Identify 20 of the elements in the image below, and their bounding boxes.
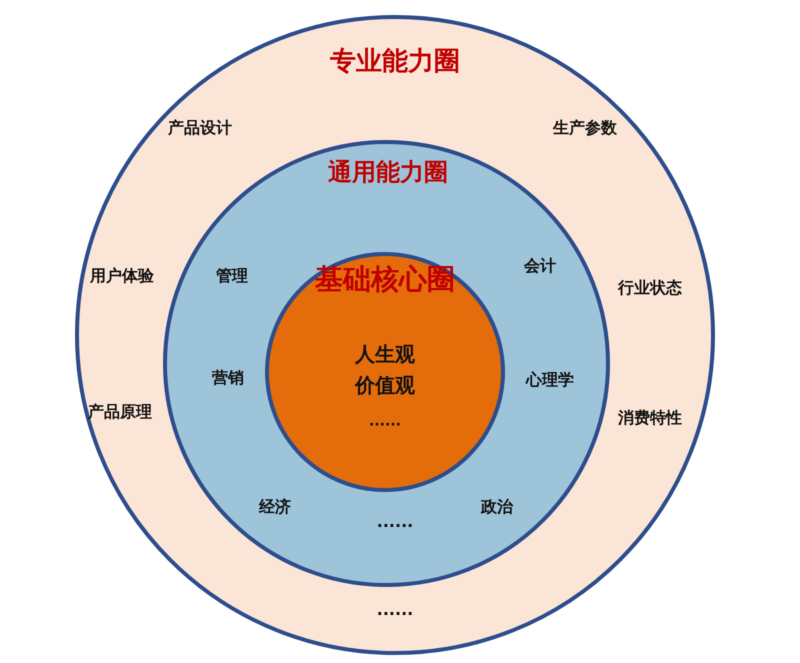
- item-text: 会计: [524, 257, 556, 275]
- item-text: 人生观: [355, 343, 415, 365]
- circle-title: 基础核心圈: [315, 264, 455, 296]
- item-text: 政治: [481, 498, 513, 516]
- circle-title: 通用能力圈: [328, 158, 448, 186]
- item-text: 管理: [216, 267, 248, 285]
- item-text: 消费特性: [618, 409, 682, 427]
- item-text: ......: [376, 601, 414, 619]
- circle-title: 专业能力圈: [330, 48, 460, 76]
- item-text: ......: [369, 414, 401, 430]
- item-text: 心理学: [526, 371, 574, 389]
- item-text: 产品原理: [88, 403, 152, 421]
- item-text: 产品设计: [168, 119, 232, 137]
- item-text: 经济: [259, 498, 291, 516]
- item-text: 行业状态: [618, 279, 682, 297]
- item-text: 用户体验: [90, 267, 154, 285]
- item-text: 价值观: [355, 374, 415, 396]
- item-text: ......: [376, 513, 414, 531]
- item-text: 生产参数: [553, 119, 617, 137]
- item-text: 营销: [212, 369, 244, 387]
